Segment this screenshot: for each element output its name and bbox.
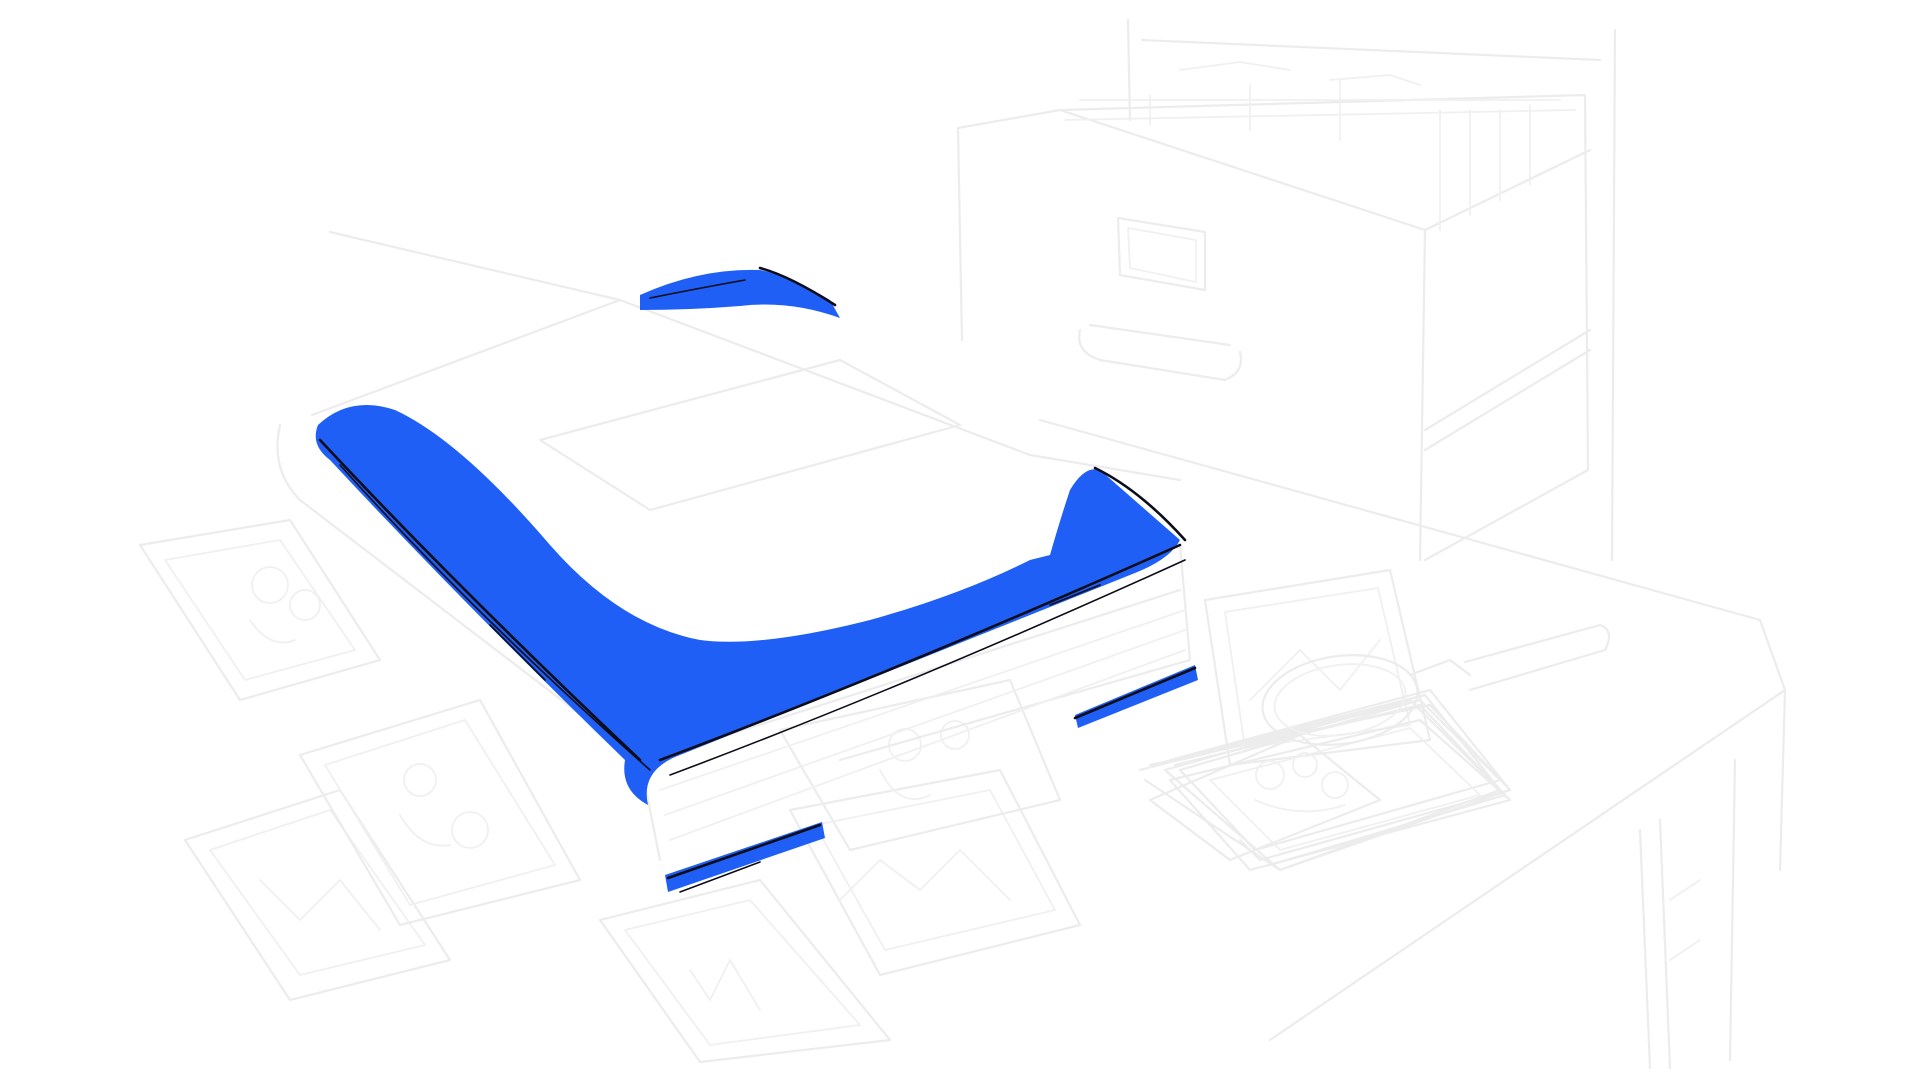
magnifying-glass-icon <box>1261 623 1611 747</box>
photograph-icon <box>138 518 1512 1064</box>
filing-cabinet-icon <box>956 18 1617 562</box>
desk-icon <box>328 230 1787 1070</box>
book-icon <box>276 266 1198 893</box>
